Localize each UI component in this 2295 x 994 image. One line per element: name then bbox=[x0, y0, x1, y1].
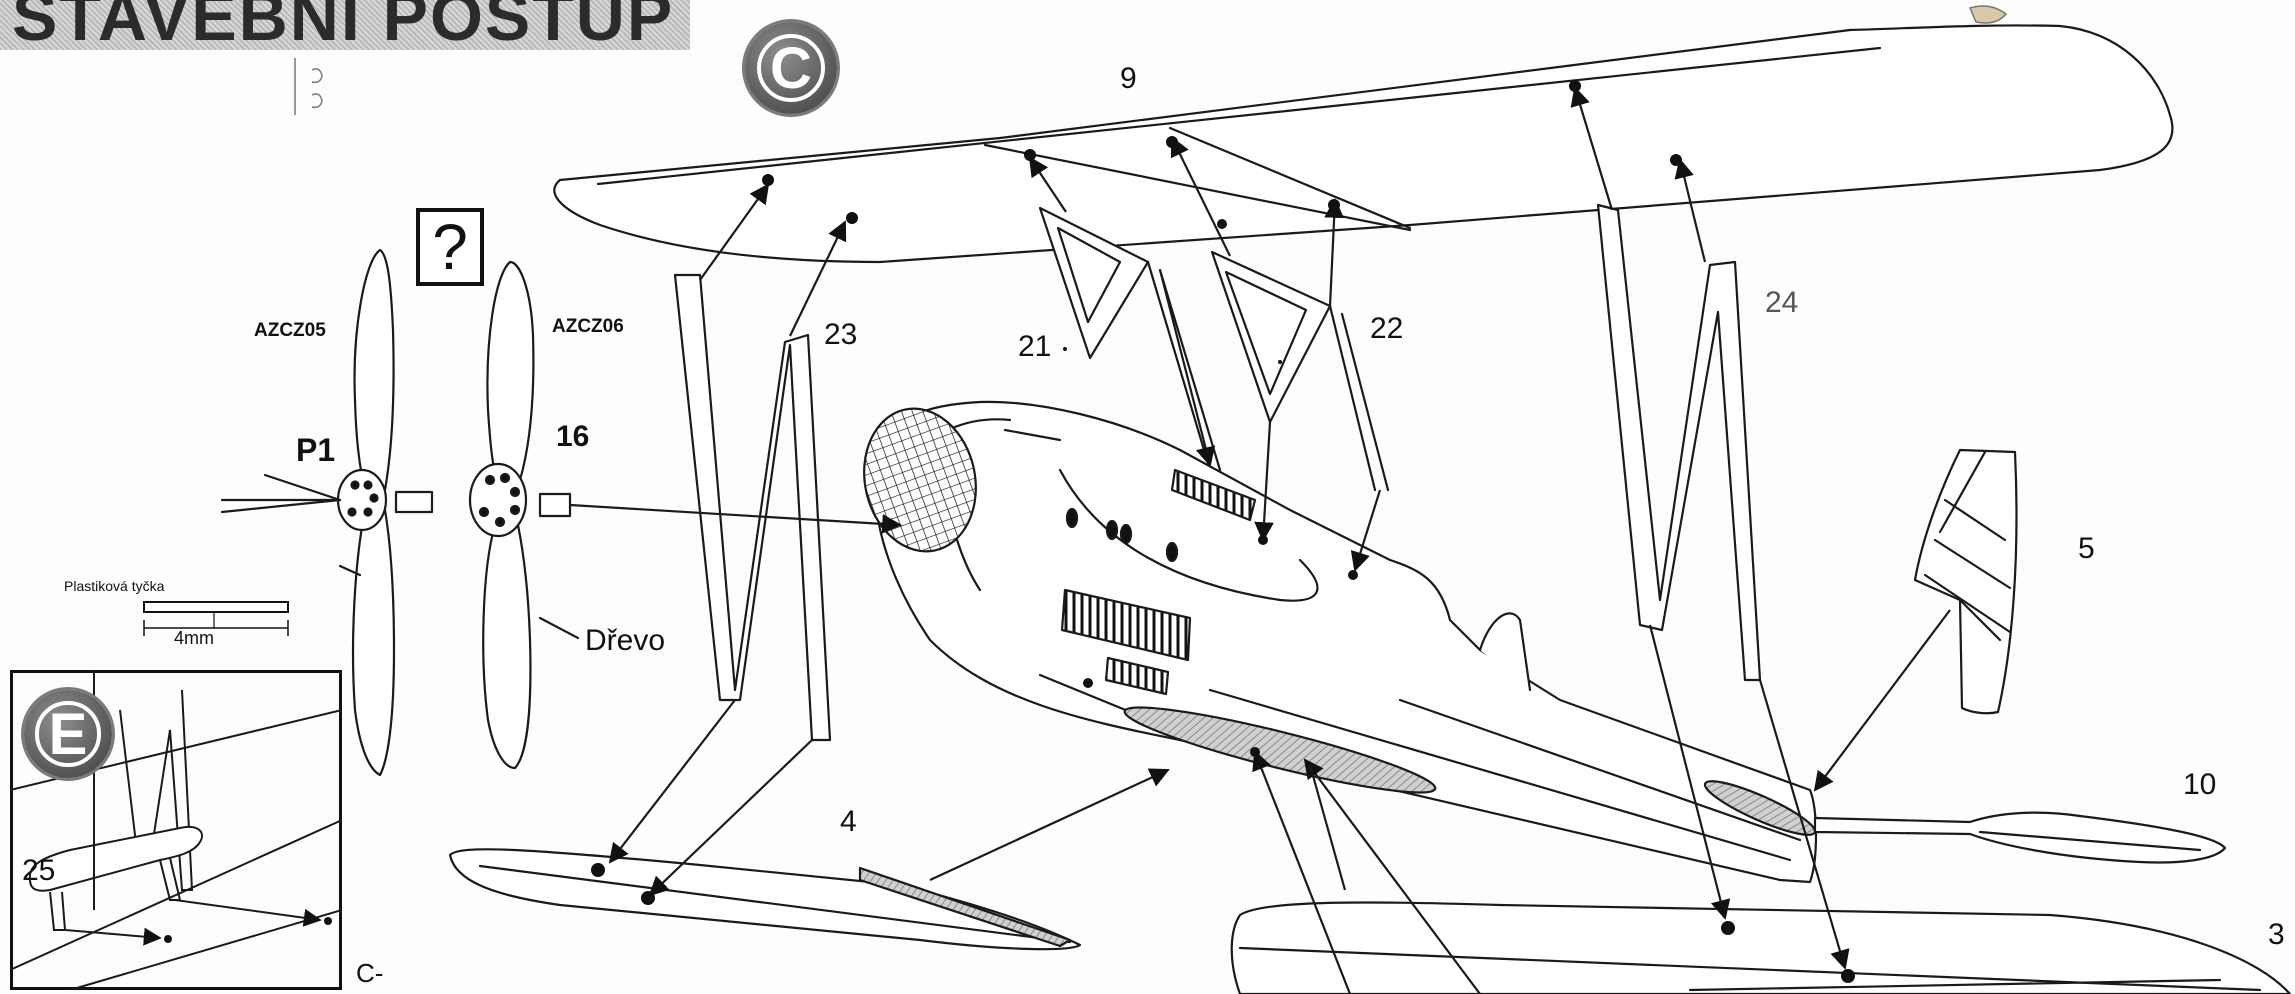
interplane-strut-23 bbox=[673, 273, 832, 742]
attachment-points bbox=[591, 80, 1855, 983]
part-label-fin: 5 bbox=[2078, 532, 2095, 565]
part-label-cabane-21: 21 bbox=[1018, 330, 1052, 363]
part-label-25: 25 bbox=[22, 854, 56, 887]
part-label-lower-wing-right: 3 bbox=[2268, 918, 2285, 951]
part-label-p1: P1 bbox=[296, 432, 336, 468]
question-mark-box: ? bbox=[416, 208, 484, 286]
part-label-stabilizer: 10 bbox=[2183, 768, 2217, 801]
cabane-strut-21 bbox=[1038, 206, 1222, 472]
corner-mark: C- bbox=[356, 958, 384, 988]
upper-wing bbox=[553, 24, 2174, 264]
plastic-rod-label: Plastiková tyčka bbox=[64, 578, 165, 594]
part-label-strut-23: 23 bbox=[824, 318, 858, 351]
propeller-left-hub-holes bbox=[347, 480, 379, 517]
wood-label: Dřevo bbox=[585, 624, 666, 657]
step-badge-e: E bbox=[24, 690, 112, 778]
inset-panel-e bbox=[10, 670, 342, 990]
part-label-cabane-22: 22 bbox=[1370, 312, 1404, 345]
part-label-lower-wing-left: 4 bbox=[840, 805, 857, 838]
cabane-strut-22 bbox=[1210, 250, 1390, 492]
propeller-code-left: AZCZ05 bbox=[254, 320, 326, 341]
part-label-upper-wing: 9 bbox=[1120, 62, 1137, 95]
fuselage-portholes bbox=[1065, 507, 1179, 563]
propeller-right-hub-holes bbox=[478, 472, 521, 528]
propeller-axis-line bbox=[568, 503, 902, 534]
propeller-right bbox=[468, 260, 572, 770]
fin bbox=[1913, 448, 2018, 715]
stabilizer bbox=[1813, 811, 2227, 864]
fuselage bbox=[873, 400, 1818, 884]
part-label-strut-24: 24 bbox=[1765, 286, 1799, 319]
left-leader bbox=[338, 564, 362, 577]
lower-wing-left bbox=[448, 848, 1082, 951]
plastic-rod-dimension bbox=[143, 601, 289, 636]
title-banner bbox=[0, 0, 690, 50]
stray-marks bbox=[294, 5, 2008, 115]
page-title: STAVEBNÍ POSTUP bbox=[12, 0, 675, 55]
interplane-strut-24 bbox=[1596, 203, 1762, 682]
wood-leader bbox=[538, 616, 580, 640]
step-badge-c: C bbox=[745, 22, 837, 114]
propeller-code-right: AZCZ06 bbox=[552, 316, 624, 337]
rod-length-label: 4mm bbox=[174, 628, 214, 648]
fuselage-hatch-panel bbox=[1123, 706, 1437, 794]
part-label-propeller-16: 16 bbox=[556, 420, 590, 453]
lower-wing-right bbox=[1230, 901, 2292, 994]
fuselage-vents bbox=[1060, 468, 1257, 696]
attachment-arrows bbox=[608, 86, 1951, 994]
